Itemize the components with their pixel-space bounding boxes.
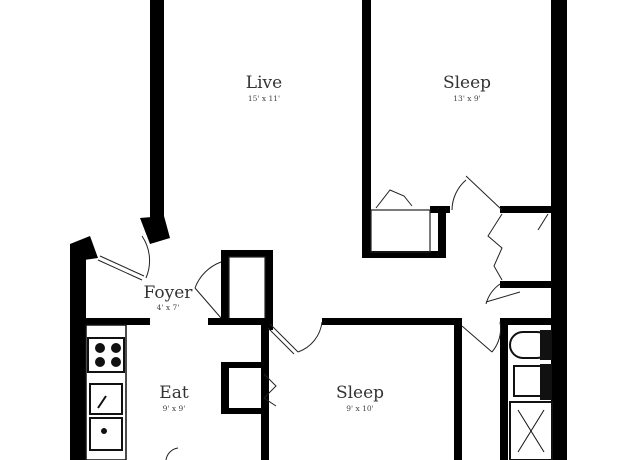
wall-sleep-lower-right xyxy=(454,318,462,460)
stove-burner xyxy=(111,343,121,353)
stove-burner xyxy=(111,357,121,367)
room-sleep-lower-name: Sleep xyxy=(336,383,384,403)
tub-divider xyxy=(517,409,545,453)
room-foyer-name: Foyer xyxy=(144,283,194,303)
wall-eat-closet-top xyxy=(221,362,265,368)
wall-closet-right xyxy=(265,250,273,330)
kitchen-fixtures xyxy=(85,324,127,460)
room-sleep-upper-dims: 13' x 9' xyxy=(453,94,480,103)
room-live-name: Live xyxy=(246,73,282,93)
wall-live-sleep-divider xyxy=(362,0,371,255)
room-sleep-upper-name: Sleep xyxy=(443,73,491,93)
doors xyxy=(97,175,549,460)
wall-hall-upper-right xyxy=(500,206,552,213)
wall-hall-lower-right xyxy=(500,281,552,288)
room-eat-dims: 9' x 9' xyxy=(163,404,186,413)
room-labels: Live 15' x 11' Sleep 13' x 9' Foyer 4' x… xyxy=(144,73,492,413)
wall-bath-top xyxy=(500,318,552,325)
stove xyxy=(87,337,125,373)
wall-foyer-bottom-left xyxy=(86,318,150,325)
bath-sink-counter xyxy=(540,364,552,400)
bath-fixtures xyxy=(509,330,553,460)
wall-sleep-bottom xyxy=(362,251,446,258)
wall-sleep-closet-right xyxy=(438,206,446,258)
stove-burner xyxy=(95,357,105,367)
room-sleep-lower-dims: 9' x 10' xyxy=(346,404,373,413)
faucet xyxy=(97,395,107,409)
wall-live-left xyxy=(150,0,164,218)
fridge-handle xyxy=(101,428,107,434)
wall-eat-sleep-divider xyxy=(261,318,269,460)
wall-eat-closet-left xyxy=(221,362,229,414)
walls xyxy=(70,0,567,460)
wall-sleep-lower-top xyxy=(322,318,456,325)
fridge xyxy=(89,417,123,451)
wall-left-exterior xyxy=(70,244,86,460)
wall-bath-divider xyxy=(500,318,508,460)
wall-entry-jamb xyxy=(140,216,170,244)
wall-foyer-right xyxy=(221,250,229,320)
sink xyxy=(89,383,123,415)
wall-sleep-closet-top xyxy=(430,206,450,213)
foyer-closet-outline xyxy=(228,256,266,320)
wall-foyer-bottom-right xyxy=(208,318,268,325)
toilet-tank xyxy=(540,330,552,360)
room-eat-name: Eat xyxy=(159,383,189,403)
wall-foyer-right-top xyxy=(221,250,273,257)
sleep-closet-outline xyxy=(370,209,431,253)
room-live-dims: 15' x 11' xyxy=(248,94,280,103)
wall-eat-closet-bottom xyxy=(221,408,265,414)
wall-right-exterior xyxy=(551,0,567,460)
stove-burner xyxy=(95,343,105,353)
room-foyer-dims: 4' x 7' xyxy=(157,303,180,312)
